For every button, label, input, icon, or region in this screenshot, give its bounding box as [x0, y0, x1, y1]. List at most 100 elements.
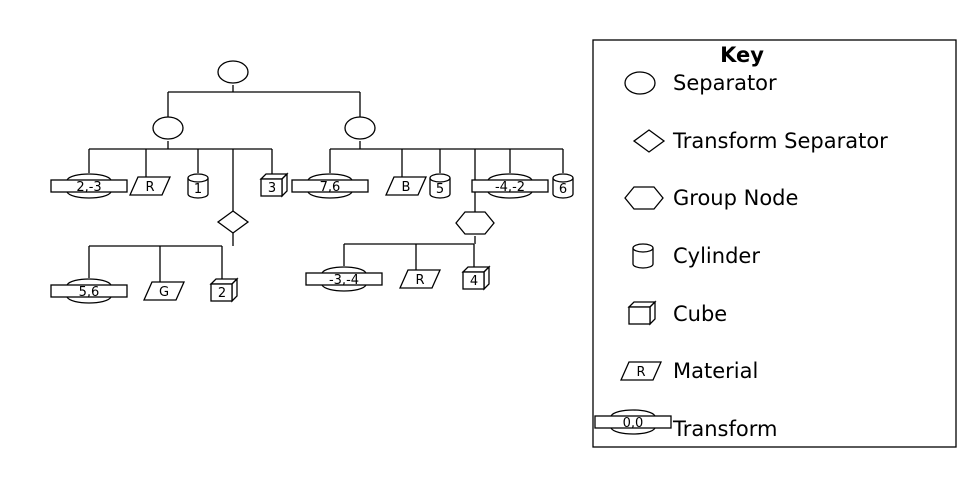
node-cyl1-label: 1 — [194, 182, 202, 197]
node-cube2-label: 2 — [218, 286, 226, 301]
node-cyl5-top — [429, 173, 451, 183]
key-item-group: Group Node — [624, 186, 798, 210]
node-tG1-transform: -3,-4 — [305, 266, 383, 292]
key-cylinder-label: Cylinder — [673, 244, 760, 268]
node-tR2-arc-bottom — [487, 191, 533, 199]
node-root-ellipse — [217, 60, 249, 84]
node-cyl5-cylinder: 5 — [429, 173, 451, 199]
node-mG-material: G — [142, 281, 186, 301]
key-group-symbol-hexagon — [624, 186, 664, 210]
node-tL2-transform: 5,6 — [50, 278, 128, 304]
node-mL-parallelogram — [128, 176, 172, 196]
node-tL2-arc-bottom — [66, 296, 112, 304]
node-mB-material: B — [384, 176, 428, 196]
node-tL1-arc-bottom — [66, 191, 112, 199]
key-material-symbol-parallelogram — [619, 361, 663, 381]
node-cyl1-body — [187, 178, 209, 199]
node-tL1-transform: 2,-3 — [50, 173, 128, 199]
key-cube-label: Cube — [673, 302, 727, 326]
key-cylinder-symbol-body — [632, 248, 654, 269]
key-cylinder-symbol-top — [632, 243, 654, 253]
node-cyl5-body — [429, 178, 451, 199]
node-mL-label: R — [145, 180, 154, 195]
node-tL1-box — [50, 179, 128, 193]
node-tG1-arc-bottom — [321, 284, 367, 292]
node-tsep-transform-separator — [216, 210, 250, 234]
key-group-label: Group Node — [673, 186, 798, 210]
connector-tsep — [88, 233, 234, 282]
node-cube3-label: 3 — [268, 181, 276, 196]
key-material-label: Material — [673, 359, 758, 383]
node-sepR-ellipse — [344, 116, 376, 140]
node-cube2-front-face — [210, 283, 233, 302]
key-transform-symbol-arc-bottom — [610, 427, 656, 435]
node-cyl6-top — [552, 173, 574, 183]
node-tR2-label: -4,-2 — [495, 180, 525, 195]
node-cube2-cube: 2 — [209, 277, 239, 303]
node-tR1-arc-top — [307, 173, 353, 181]
key-transform-label: Transform — [672, 417, 777, 441]
key-border — [592, 39, 957, 448]
key-transform-symbol-arc-top — [610, 409, 656, 417]
key-separator-symbol-ellipse — [624, 71, 656, 95]
node-sepL-ellipse — [152, 116, 184, 140]
node-tR1-box — [291, 179, 369, 193]
node-sepR-separator — [344, 116, 376, 140]
node-tL2-label: 5,6 — [79, 285, 100, 300]
key-item-separator: Separator — [624, 71, 777, 95]
node-cyl1-top — [187, 173, 209, 183]
key-item-cylinder: Cylinder — [632, 243, 760, 269]
node-grp-group — [455, 211, 495, 235]
node-tR1-label: 7,6 — [320, 180, 341, 195]
key-material-symbol-label: R — [636, 365, 645, 380]
node-tG1-arc-top — [321, 266, 367, 274]
node-cube4-label: 4 — [470, 274, 478, 289]
node-mR2-parallelogram — [398, 269, 442, 289]
node-tsep-diamond — [216, 210, 250, 234]
node-tR2-transform: -4,-2 — [471, 173, 549, 199]
node-cyl6-cylinder: 6 — [552, 173, 574, 199]
connector-grp — [343, 236, 476, 270]
node-cube4-front-face — [462, 271, 485, 290]
node-tL1-arc-top — [66, 173, 112, 181]
node-cyl1-cylinder: 1 — [187, 173, 209, 199]
node-tG1-box — [305, 272, 383, 286]
node-cube4-cube: 4 — [461, 265, 491, 291]
node-cyl5-label: 5 — [436, 182, 444, 197]
node-mR2-material: R — [398, 269, 442, 289]
node-mL-material: R — [128, 176, 172, 196]
node-cyl6-body — [552, 178, 574, 199]
key-item-material: R Material — [619, 359, 758, 383]
key-item-transform-separator: Transform Separator — [632, 129, 888, 153]
node-tR1-transform: 7,6 — [291, 173, 369, 199]
key-separator-label: Separator — [673, 71, 777, 95]
node-cube3-front-face — [260, 178, 283, 197]
key-cube-symbol-front-face — [628, 306, 651, 325]
node-mG-label: G — [159, 285, 169, 300]
node-mB-label: B — [402, 180, 411, 195]
node-tL2-arc-top — [66, 278, 112, 286]
node-grp-hexagon — [455, 211, 495, 235]
key-transform-symbol-box — [594, 415, 672, 429]
node-tR2-arc-top — [487, 173, 533, 181]
node-tR1-arc-bottom — [307, 191, 353, 199]
node-mB-parallelogram — [384, 176, 428, 196]
node-cyl6-label: 6 — [559, 182, 567, 197]
node-sepL-separator — [152, 116, 184, 140]
connector-root — [167, 85, 361, 117]
node-mG-parallelogram — [142, 281, 186, 301]
key-item-cube: Cube — [627, 300, 727, 326]
node-mR2-label: R — [415, 273, 424, 288]
node-tG1-label: -3,-4 — [329, 273, 359, 288]
key-title: Key — [720, 43, 764, 67]
key-transform-separator-symbol-diamond — [632, 129, 666, 153]
node-root-separator — [217, 60, 249, 84]
node-cube3-cube: 3 — [259, 172, 289, 198]
key-transform-separator-label: Transform Separator — [672, 129, 888, 153]
node-tL2-box — [50, 284, 128, 298]
node-tR2-box — [471, 179, 549, 193]
